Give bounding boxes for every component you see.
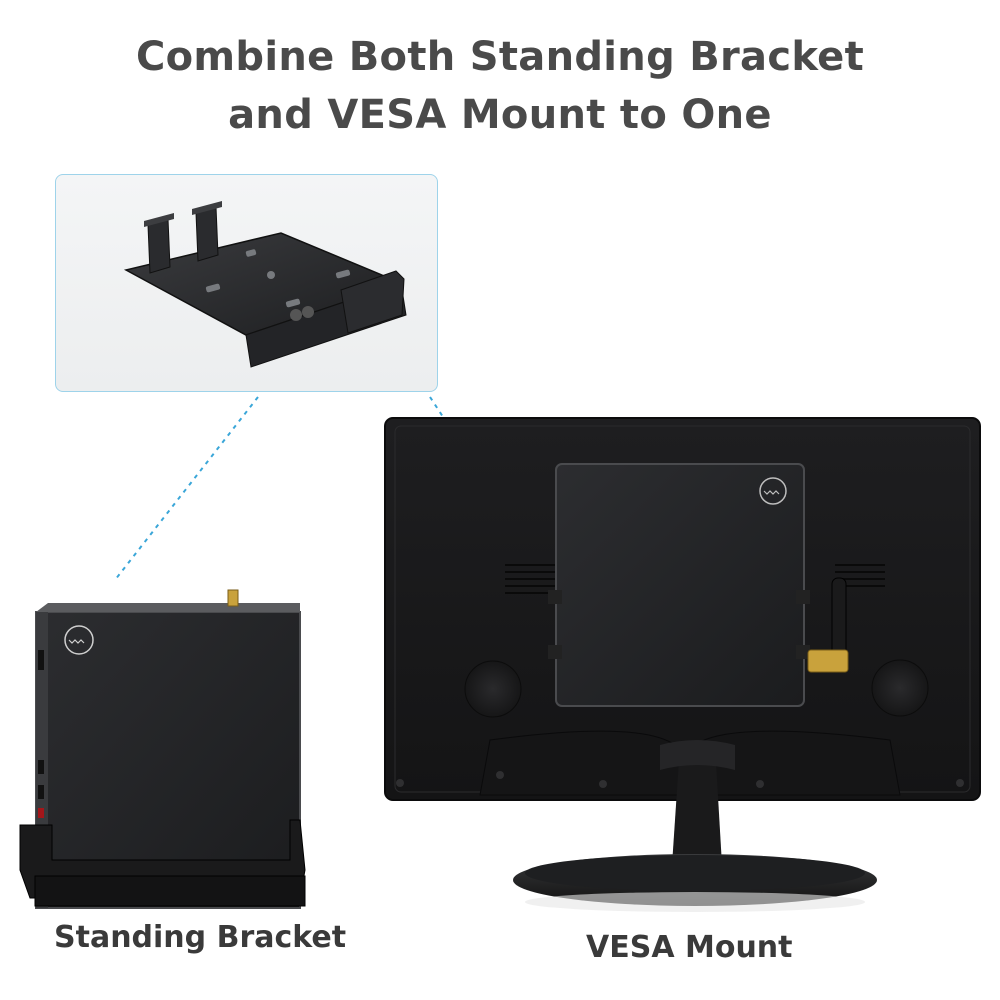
monitor-stand <box>513 740 877 912</box>
mini-pc-vesa-mounted <box>548 463 810 707</box>
connector-line-left <box>114 396 259 581</box>
speaker-left <box>464 660 522 718</box>
title-line-1: Combine Both Standing Bracket <box>135 34 865 80</box>
standing-bracket-caption: Standing Bracket <box>54 920 347 955</box>
brand-logo-icon <box>759 477 787 505</box>
page-title: Combine Both Standing Bracket and VESA M… <box>0 28 1000 144</box>
mini-pc-standing <box>19 589 306 909</box>
antenna <box>807 577 849 673</box>
bracket-illustration <box>123 201 407 368</box>
title-line-2: and VESA Mount to One <box>228 92 772 138</box>
pc-brand-logo-icon <box>64 625 94 655</box>
speaker-right <box>871 659 929 717</box>
bracket-inset-panel <box>55 174 438 392</box>
vesa-mount-caption: VESA Mount <box>586 930 793 965</box>
